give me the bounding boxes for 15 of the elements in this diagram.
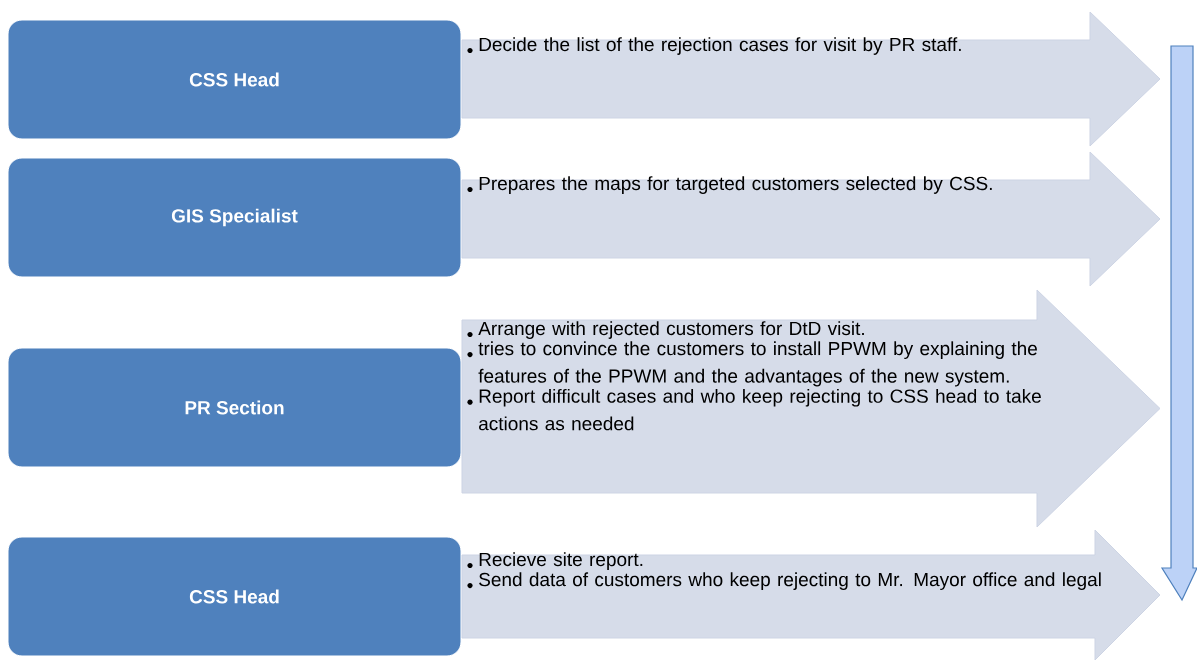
- arrow-shape: [461, 289, 1161, 528]
- arrow-shape: [461, 151, 1161, 287]
- bullet-item: Recieve site report.: [467, 552, 643, 570]
- role-box: CSS Head: [7, 19, 462, 140]
- arrow-shape: [461, 11, 1161, 147]
- role-box: CSS Head: [7, 536, 462, 657]
- bullet-item: Decide the list of the rejection cases for visit by PR staff.: [467, 37, 961, 55]
- bullet-item: Prepares the maps for targeted customers selected by CSS.: [467, 176, 992, 194]
- role-box: GIS Specialist: [7, 157, 462, 278]
- bullet-item: Send data of customers who keep rejecting to Mr. Mayor office and legal: [467, 572, 1101, 590]
- bullet-item: Arrange with rejected customers for DtD visit.: [467, 321, 864, 339]
- bullet-item: tries to convince the customers to install PPWM by explaining the features of the PPWM and the advantages of the new system.: [467, 341, 1037, 387]
- role-box: PR Section: [7, 347, 462, 468]
- bullet-item: Report difficult cases and who keep rejecting to CSS head to take actions as needed: [467, 388, 1041, 431]
- arrow-shape: [461, 529, 1161, 660]
